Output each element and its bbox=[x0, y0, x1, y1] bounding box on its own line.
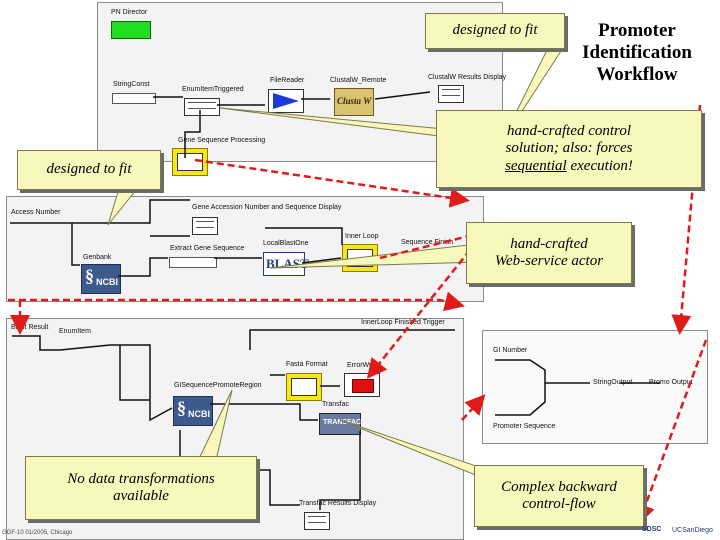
bottom-wires bbox=[12, 329, 455, 510]
gi-seq-promote-label: GISequencePromoteRegion bbox=[174, 382, 262, 389]
local-blast-label: LocalBlastOne bbox=[263, 240, 309, 247]
error-writer-label: ErrorWriter bbox=[347, 362, 382, 369]
clustalw-display[interactable] bbox=[438, 85, 464, 103]
footer-logos: SDSC UCSanDiego bbox=[642, 520, 718, 538]
transfac-logo: TRANSFAC bbox=[323, 419, 362, 426]
clustalw-display-label: ClustalW Results Display bbox=[428, 74, 507, 81]
clustal-logo: Clusta W bbox=[337, 96, 372, 106]
gene-seq-processing-actor[interactable] bbox=[172, 148, 208, 176]
transfac-actor[interactable]: TRANSFAC bbox=[319, 413, 361, 435]
mid-wires bbox=[10, 199, 400, 277]
callout-text: designed to fit bbox=[452, 22, 538, 39]
dna-icon: § bbox=[177, 398, 186, 418]
workflow-panel-right: GI Number StringOutput Promo Output Prom… bbox=[482, 330, 708, 444]
clustalw-actor[interactable]: Clusta W bbox=[334, 88, 374, 116]
callout-line: No data transformations bbox=[67, 470, 215, 487]
callout-line-3: sequential execution! bbox=[505, 158, 633, 175]
string-const-label: StringConst bbox=[113, 81, 150, 88]
title-line-1: Promoter bbox=[598, 20, 676, 41]
promo-output-label: Promo Output bbox=[649, 379, 693, 386]
callout-line: Web-service actor bbox=[494, 253, 604, 269]
inner-loop-trigger-label: InnerLoop Finished Trigger bbox=[361, 319, 445, 326]
clustalw-label: ClustalW_Remote bbox=[330, 77, 387, 84]
gene-acc-display-label: Gene Accession Number and Sequence Displ… bbox=[192, 204, 342, 211]
promoter-sequence-label: Promoter Sequence bbox=[493, 423, 556, 430]
callout-line: hand-crafted control bbox=[506, 123, 631, 140]
dna-icon: § bbox=[85, 266, 94, 286]
callout-webservice-actor: hand-crafted Web-service actor bbox=[466, 222, 632, 284]
extract-gene-label: Extract Gene Sequence bbox=[170, 245, 245, 252]
callout-tail: execution! bbox=[570, 157, 633, 174]
ucsd-logo: UCSanDiego bbox=[672, 527, 713, 534]
callout-backward-control-flow: Complex backward control-flow bbox=[474, 465, 644, 527]
genbank-actor[interactable]: § NCBI bbox=[81, 264, 121, 294]
sequence-finish-label: Sequence Finish bbox=[401, 239, 454, 246]
fasta-format-actor[interactable] bbox=[286, 373, 322, 401]
error-writer-icon bbox=[352, 379, 374, 393]
composite-icon bbox=[177, 153, 203, 171]
callout-line: available bbox=[113, 488, 169, 504]
sequential-word: sequential bbox=[505, 157, 567, 174]
transfac-label: Transfac bbox=[322, 401, 349, 408]
file-reader-actor[interactable] bbox=[268, 89, 304, 113]
callout-line: control-flow bbox=[522, 496, 596, 512]
gi-number-label: GI Number bbox=[493, 347, 528, 354]
gene-acc-display[interactable] bbox=[192, 217, 218, 235]
callout-control-solution: hand-crafted control solution; also: for… bbox=[436, 110, 702, 188]
callout-line: Complex backward bbox=[501, 478, 617, 495]
string-const-box[interactable] bbox=[112, 93, 156, 104]
title-line-3: Workflow bbox=[596, 64, 678, 86]
title-line-2: Identification bbox=[582, 42, 692, 64]
callout-line: solution; also: forces bbox=[505, 140, 633, 157]
slide-title: Promoter Identification Workflow bbox=[557, 20, 717, 87]
footer-left-text: GGF-10 01/2005, Chicago bbox=[2, 530, 73, 536]
top-wires bbox=[153, 91, 431, 158]
ncbi-logo: NCBI bbox=[188, 409, 210, 419]
transfac-display-label: Transfac Results Display bbox=[299, 500, 377, 507]
enum-triggered-actor[interactable] bbox=[184, 98, 220, 116]
callout-text: designed to fit bbox=[46, 161, 132, 178]
genbank-label: Genbank bbox=[83, 254, 112, 261]
callout-designed-to-fit-left: designed to fit bbox=[17, 150, 161, 190]
composite-icon bbox=[291, 378, 317, 396]
string-output-label: StringOutput bbox=[593, 379, 633, 386]
access-number-label: Access Number bbox=[11, 209, 61, 216]
play-arrow-icon bbox=[273, 93, 299, 109]
workflow-panel-mid: Access Number Gene Accession Number and … bbox=[6, 196, 484, 302]
enum-triggered-label: EnumItemTriggered bbox=[182, 86, 244, 93]
pn-director-block[interactable] bbox=[111, 21, 151, 39]
director-label: PN Director bbox=[111, 9, 148, 16]
ncbi-logo: NCBI bbox=[96, 277, 118, 287]
right-wires bbox=[495, 359, 660, 416]
sdsc-logo: SDSC bbox=[642, 526, 662, 533]
callout-designed-to-fit-top: designed to fit bbox=[425, 13, 565, 49]
transfac-display[interactable] bbox=[304, 512, 330, 530]
extract-gene-box[interactable] bbox=[169, 257, 217, 268]
gene-seq-processing-label: Gene Sequence Processing bbox=[178, 137, 266, 144]
enum-item-label: EnumItem bbox=[59, 328, 91, 335]
file-reader-label: FileReader bbox=[270, 77, 305, 84]
inner-loop-label: Inner Loop bbox=[345, 233, 379, 240]
fasta-format-label: Fasta Format bbox=[286, 361, 328, 368]
callout-line: hand-crafted bbox=[510, 235, 588, 252]
gi-seq-promote-actor[interactable]: § NCBI bbox=[173, 396, 213, 426]
callout-no-data-transformations: No data transformations available bbox=[25, 456, 257, 520]
